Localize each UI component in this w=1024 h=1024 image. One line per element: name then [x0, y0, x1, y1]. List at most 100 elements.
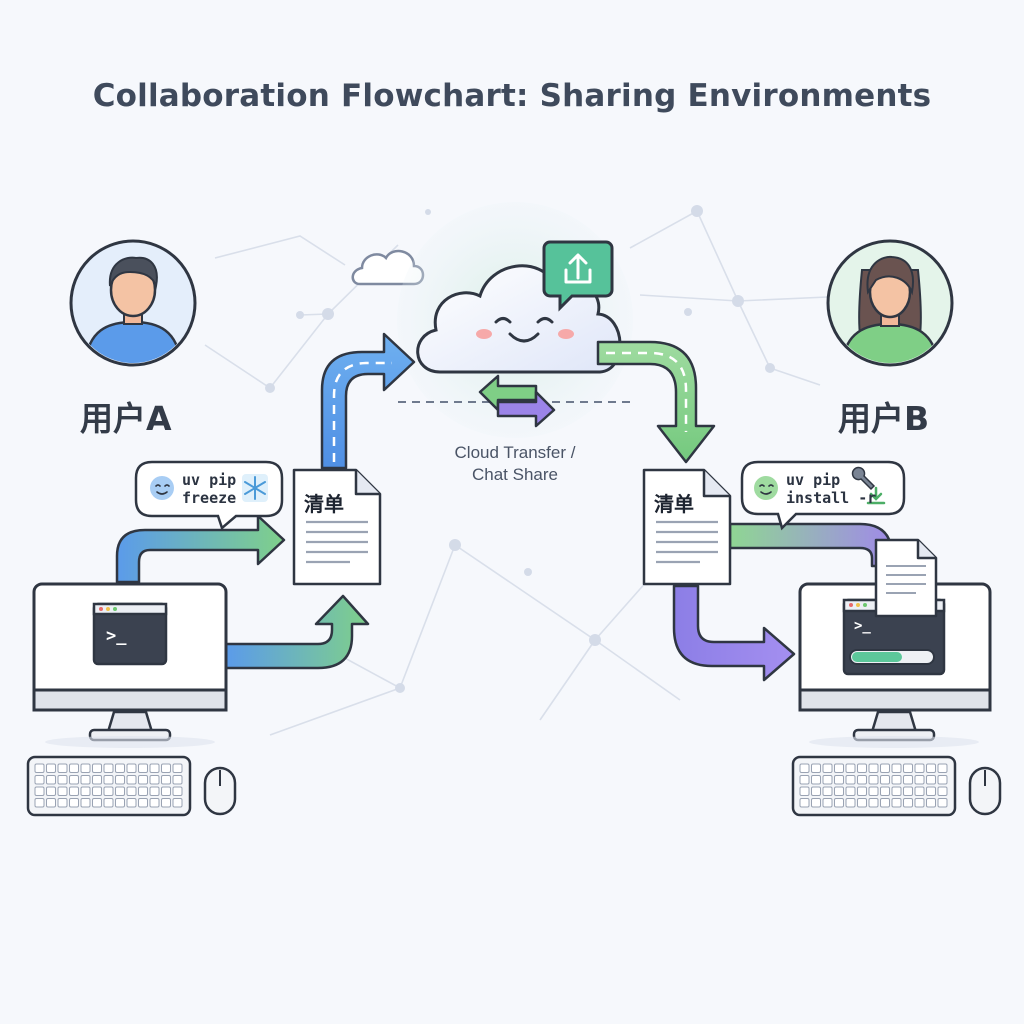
keyboard-key: [172, 786, 183, 796]
keyboard-key: [161, 786, 171, 796]
user-a-label: 用户A: [80, 399, 172, 438]
document-b: [642, 468, 732, 586]
document-icon: [874, 538, 938, 618]
keyboard-key: [857, 763, 867, 773]
terminal-icon: [92, 602, 168, 666]
keyboard-key: [34, 786, 45, 796]
keyboard-key: [172, 775, 183, 785]
keyboard-key: [57, 798, 68, 808]
smiley-icon: [754, 476, 778, 500]
keyboard-key: [149, 798, 160, 808]
keyboard-key: [80, 798, 91, 808]
keyboard-key: [891, 786, 902, 796]
keyboard-key: [903, 763, 913, 773]
keyboard-key: [857, 786, 867, 796]
keyboard-key: [822, 775, 833, 785]
keyboard-key: [822, 798, 833, 808]
keyboard-key: [937, 763, 948, 773]
install-command: uv pip install -r: [786, 471, 876, 507]
keyboard-key: [926, 775, 936, 785]
keyboard-key: [880, 786, 890, 796]
keyboard-key: [46, 786, 56, 796]
keyboard-key: [57, 775, 68, 785]
document-b-label: 清单: [654, 492, 694, 516]
keyboard-key: [903, 786, 913, 796]
cloud-caption-line1: Cloud Transfer /: [454, 443, 576, 462]
keyboard-key: [103, 786, 114, 796]
keyboard-key: [926, 763, 936, 773]
keyboard-key: [937, 775, 948, 785]
keyboard-key: [80, 775, 91, 785]
keyboard-key: [811, 775, 821, 785]
keyboard-key: [149, 775, 160, 785]
keyboard-key: [46, 775, 56, 785]
keyboard-key: [822, 786, 833, 796]
keyboard-key: [880, 798, 890, 808]
freeze-bubble: [134, 460, 284, 531]
install-command-line2: install -r: [786, 489, 877, 507]
keyboard-key: [868, 775, 879, 785]
keyboard-key: [834, 798, 844, 808]
terminal-b-prompt: >_: [854, 618, 871, 634]
keyboard-key: [845, 798, 856, 808]
keyboard-key: [845, 763, 856, 773]
keyboard-key: [115, 763, 125, 773]
cloud-caption-line2: Chat Share: [472, 465, 558, 484]
install-bubble: [740, 460, 906, 531]
keyboard-key: [161, 775, 171, 785]
keyboard-key: [103, 763, 114, 773]
keyboard-key: [891, 763, 902, 773]
keyboard-key: [46, 763, 56, 773]
cloud-caption: Cloud Transfer / Chat Share: [420, 442, 610, 486]
keyboard-key: [80, 763, 91, 773]
keyboard-key: [57, 786, 68, 796]
keyboard-key: [834, 763, 844, 773]
keyboard-key: [69, 775, 79, 785]
keyboard-key: [845, 786, 856, 796]
smiley-icon: [150, 476, 174, 500]
keyboard-key: [80, 786, 91, 796]
keyboard-key: [799, 763, 810, 773]
keyboard-key: [149, 763, 160, 773]
keyboard-key: [811, 786, 821, 796]
user-a-avatar: [69, 239, 197, 367]
keyboard-key: [834, 786, 844, 796]
keyboard-key: [92, 786, 102, 796]
keyboard-key: [92, 775, 102, 785]
diagram-title: Collaboration Flowchart: Sharing Environ…: [92, 78, 932, 114]
document-a-label: 清单: [304, 492, 344, 516]
mouse-a: [203, 766, 237, 816]
keyboard-key: [138, 775, 148, 785]
keyboard-key: [115, 775, 125, 785]
keyboard-key: [34, 798, 45, 808]
keyboard-key: [880, 775, 890, 785]
keyboard-key: [914, 786, 925, 796]
keyboard-key: [69, 798, 79, 808]
keyboard-key: [69, 763, 79, 773]
keyboard-key: [868, 763, 879, 773]
freeze-command-line2: freeze: [182, 489, 237, 507]
keyboard-key: [868, 786, 879, 796]
flow-arrow-doc-to-computer: [672, 584, 796, 682]
keyboard-key: [937, 798, 948, 808]
keyboard-key: [914, 798, 925, 808]
flow-arrow-doc-to-cloud: [320, 332, 416, 470]
keyboard-key: [914, 763, 925, 773]
keyboard-key: [880, 763, 890, 773]
terminal-a-prompt: >_: [106, 626, 127, 646]
keyboard-a: [26, 755, 192, 817]
keyboard-key: [126, 775, 137, 785]
keyboard-key: [857, 798, 867, 808]
freeze-command: uv pip freeze: [182, 471, 236, 507]
download-icon: [866, 486, 886, 505]
keyboard-key: [126, 798, 137, 808]
user-b-label: 用户B: [838, 399, 930, 438]
keyboard-key: [822, 763, 833, 773]
flow-arrow-computer-to-freeze: [115, 514, 286, 584]
wrench-icon: [851, 466, 876, 491]
computer-b: [798, 538, 992, 748]
keyboard-key: [926, 798, 936, 808]
keyboard-key: [868, 798, 879, 808]
keyboard-key: [799, 798, 810, 808]
computer-a: [32, 582, 228, 748]
